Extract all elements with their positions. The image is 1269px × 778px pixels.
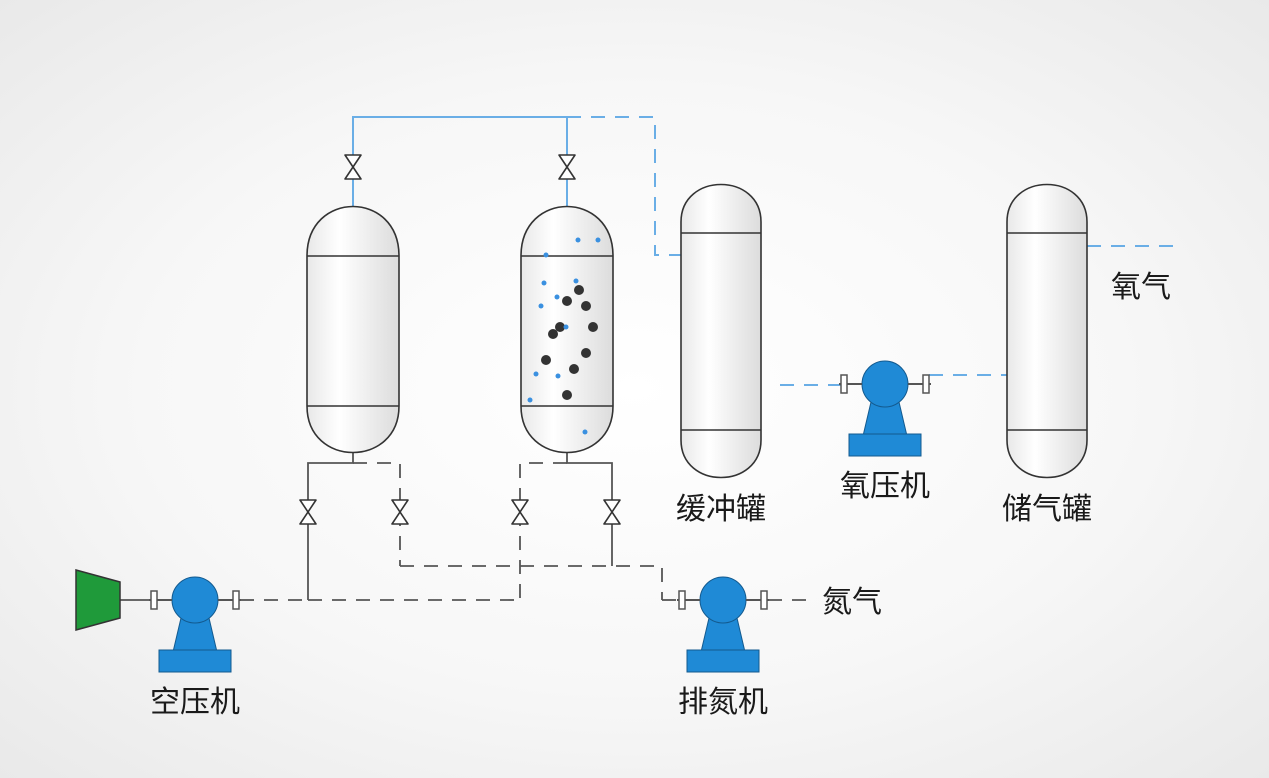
valve-icon[interactable]: [558, 154, 576, 180]
oxygen-molecules: [527, 237, 601, 435]
nitrogen-molecules: [541, 285, 598, 400]
oxygen-compressor-label: 氧压机: [840, 469, 930, 504]
oxygen-piping: [352, 116, 1175, 386]
storage-tank: [1006, 183, 1088, 479]
adsorber-a-feed-line: [307, 445, 354, 600]
air-compressor-icon[interactable]: [148, 576, 242, 673]
air-compressor-label: 空压机: [150, 685, 240, 720]
valve-icon[interactable]: [391, 499, 409, 525]
oxygen-compressor-icon[interactable]: [838, 360, 932, 457]
storage-tank-label: 储气罐: [1002, 492, 1092, 527]
to-buffer-line: [567, 116, 681, 256]
adsorber-a-vent-line: [353, 462, 401, 566]
oxygen-label: 氧气: [1111, 270, 1171, 305]
nitrogen-exhaust-fan-label: 排氮机: [678, 685, 768, 720]
vent-header-line: [400, 565, 663, 600]
valve-icon[interactable]: [511, 499, 529, 525]
adsorber-b-feed-line: [519, 462, 567, 600]
adsorber-tower-a: [306, 205, 400, 454]
adsorber-tower-b: [520, 205, 614, 454]
valve-icon[interactable]: [344, 154, 362, 180]
nitrogen-label: 氮气: [822, 585, 882, 620]
air-intake-icon: [75, 569, 121, 631]
valve-icon[interactable]: [603, 499, 621, 525]
top-header-line: [352, 116, 567, 218]
buffer-tank: [680, 183, 762, 479]
adsorber-b-vent-line: [566, 445, 613, 566]
valve-icon[interactable]: [299, 499, 317, 525]
buffer-tank-label: 缓冲罐: [676, 492, 766, 527]
nitrogen-exhaust-fan-icon[interactable]: [676, 576, 770, 673]
